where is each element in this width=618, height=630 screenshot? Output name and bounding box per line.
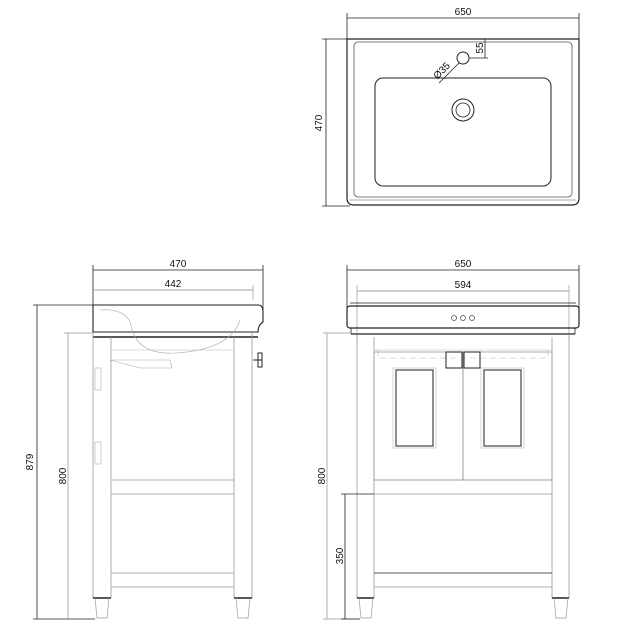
side-foot-right: [235, 597, 251, 619]
left-knob-icon: [445, 351, 463, 369]
front-shelf-height-label: 350: [335, 547, 346, 564]
right-door: [462, 351, 553, 481]
basin-front: [346, 305, 580, 329]
side-total-height-label: 879: [25, 453, 36, 470]
top-view: 650 470 55 Ø35: [314, 7, 580, 207]
tap-diameter-label: Ø35: [432, 60, 453, 81]
side-depth-outer-label: 470: [170, 259, 187, 270]
top-depth-dimension: 470: [314, 38, 350, 207]
side-knob-icon: [257, 352, 263, 368]
basin-bowl: [374, 77, 552, 187]
tap-hole-3-icon: [469, 315, 475, 321]
tap-hole-2-icon: [460, 315, 466, 321]
top-depth-label: 470: [314, 114, 325, 131]
top-width-label: 650: [455, 7, 472, 18]
basin-outer-rim: [346, 38, 580, 206]
left-door-panel: [395, 369, 434, 447]
basin-inner-rim: [353, 41, 573, 198]
front-foot-left: [358, 597, 374, 619]
right-knob-icon: [463, 351, 481, 369]
side-foot-left: [94, 597, 110, 619]
front-foot-right: [553, 597, 569, 619]
tap-hole-icon: [456, 51, 470, 65]
drain-inner-icon: [455, 102, 471, 118]
tap-hole-1-icon: [451, 315, 457, 321]
basin-side-profile: [92, 304, 264, 333]
top-width-dimension: 650: [346, 7, 580, 40]
front-width-outer-label: 650: [455, 259, 472, 270]
tap-offset-label: 55: [475, 42, 486, 54]
side-depth-inner-label: 442: [165, 279, 182, 290]
front-cabinet-height-label: 800: [317, 467, 328, 484]
left-door: [373, 351, 464, 481]
front-view: 650 594: [317, 259, 580, 620]
drain-outer-icon: [451, 98, 475, 122]
side-cabinet-height-label: 800: [58, 467, 69, 484]
front-width-inner-label: 594: [455, 280, 472, 291]
side-view: 470 442 879: [25, 259, 264, 620]
right-door-panel: [483, 369, 522, 447]
